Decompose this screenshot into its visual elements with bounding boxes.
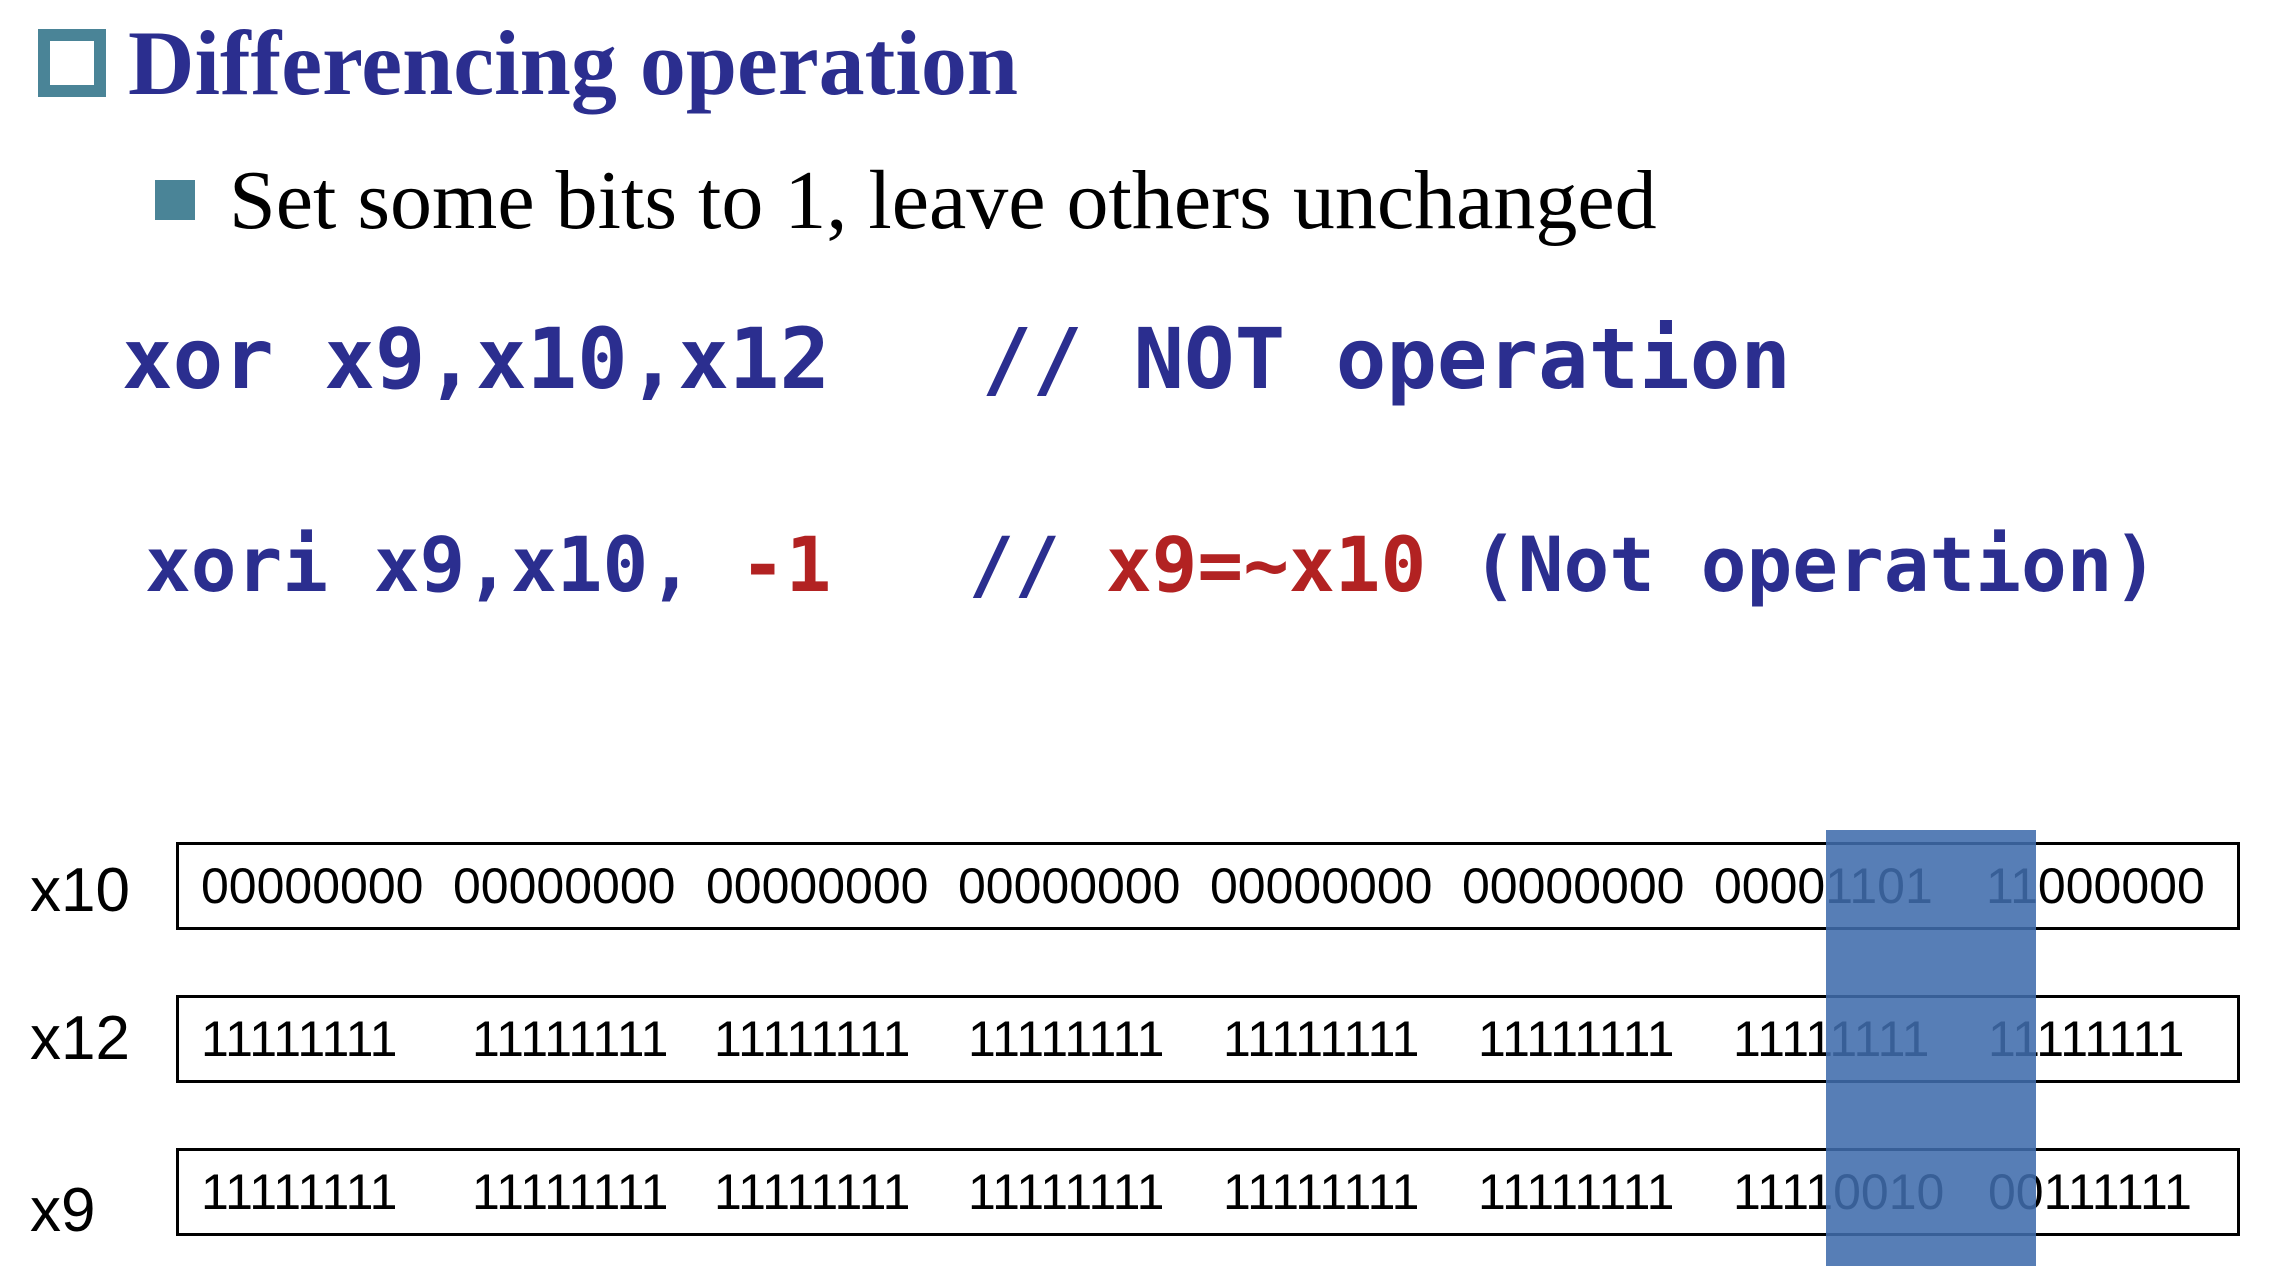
xor-instruction: xor x9,x10,x12 xyxy=(122,310,831,408)
register-box-x10: 00000000 00000000 00000000 00000000 0000… xyxy=(176,842,2240,930)
x9-byte-5: 11111111 xyxy=(714,1164,911,1220)
subtitle-row: Set some bits to 1, leave others unchang… xyxy=(155,145,1657,255)
x10-byte-2: 00000000 xyxy=(1462,858,1685,914)
x10-byte-3: 00000000 xyxy=(1210,858,1433,914)
code-line-xori: xori x9,x10, -1 // x9=~x10 (Not operatio… xyxy=(145,520,2158,609)
xori-instruction: xori x9,x10, xyxy=(145,520,695,609)
x10-byte-6: 00000000 xyxy=(453,858,676,914)
x10-byte-4: 00000000 xyxy=(958,858,1181,914)
x12-byte-7: 11111111 xyxy=(201,1011,398,1067)
x12-byte-1: 11111111 xyxy=(1733,1011,1930,1067)
x9-byte-4: 11111111 xyxy=(968,1164,1165,1220)
register-box-x12: 11111111 11111111 11111111 11111111 1111… xyxy=(176,995,2240,1083)
x9-byte-7: 11111111 xyxy=(201,1164,398,1220)
x9-byte-0: 00111111 xyxy=(1988,1164,2192,1220)
x12-byte-0: 11111111 xyxy=(1988,1011,2185,1067)
x9-byte-6: 11111111 xyxy=(472,1164,669,1220)
code-line-xor: xor x9,x10,x12 // NOT operation xyxy=(122,310,1791,408)
subtitle-text: Set some bits to 1, leave others unchang… xyxy=(229,153,1657,247)
title-row: Differencing operation xyxy=(38,8,1018,118)
register-box-x9: 11111111 11111111 11111111 11111111 1111… xyxy=(176,1148,2240,1236)
slide-title: Differencing operation xyxy=(128,12,1019,114)
x12-byte-3: 11111111 xyxy=(1223,1011,1420,1067)
x9-byte-2: 11111111 xyxy=(1478,1164,1675,1220)
x9-byte-3: 11111111 xyxy=(1223,1164,1420,1220)
x12-byte-2: 11111111 xyxy=(1478,1011,1675,1067)
filled-square-bullet-icon xyxy=(155,180,195,220)
x10-byte-7: 00000000 xyxy=(201,858,424,914)
xori-comment-prefix: // xyxy=(968,520,1061,609)
x12-byte-6: 11111111 xyxy=(472,1011,669,1067)
register-label-x10: x10 xyxy=(30,856,130,925)
xori-comment-red: x9=~x10 xyxy=(1105,520,1427,609)
x9-byte-1: 11110010 xyxy=(1733,1164,1945,1220)
x10-byte-0: 11000000 xyxy=(1986,858,2205,914)
register-label-x12: x12 xyxy=(30,1004,130,1073)
xori-comment-rest: (Not operation) xyxy=(1471,520,2159,609)
xor-comment: // NOT operation xyxy=(981,310,1791,408)
x12-byte-4: 11111111 xyxy=(968,1011,1165,1067)
x10-byte-1: 00001101 xyxy=(1714,858,1933,914)
hollow-square-bullet-icon xyxy=(38,29,106,97)
xori-immediate: -1 xyxy=(739,520,832,609)
x10-byte-5: 00000000 xyxy=(706,858,929,914)
x12-byte-5: 11111111 xyxy=(714,1011,911,1067)
register-label-x9: x9 xyxy=(30,1176,96,1245)
